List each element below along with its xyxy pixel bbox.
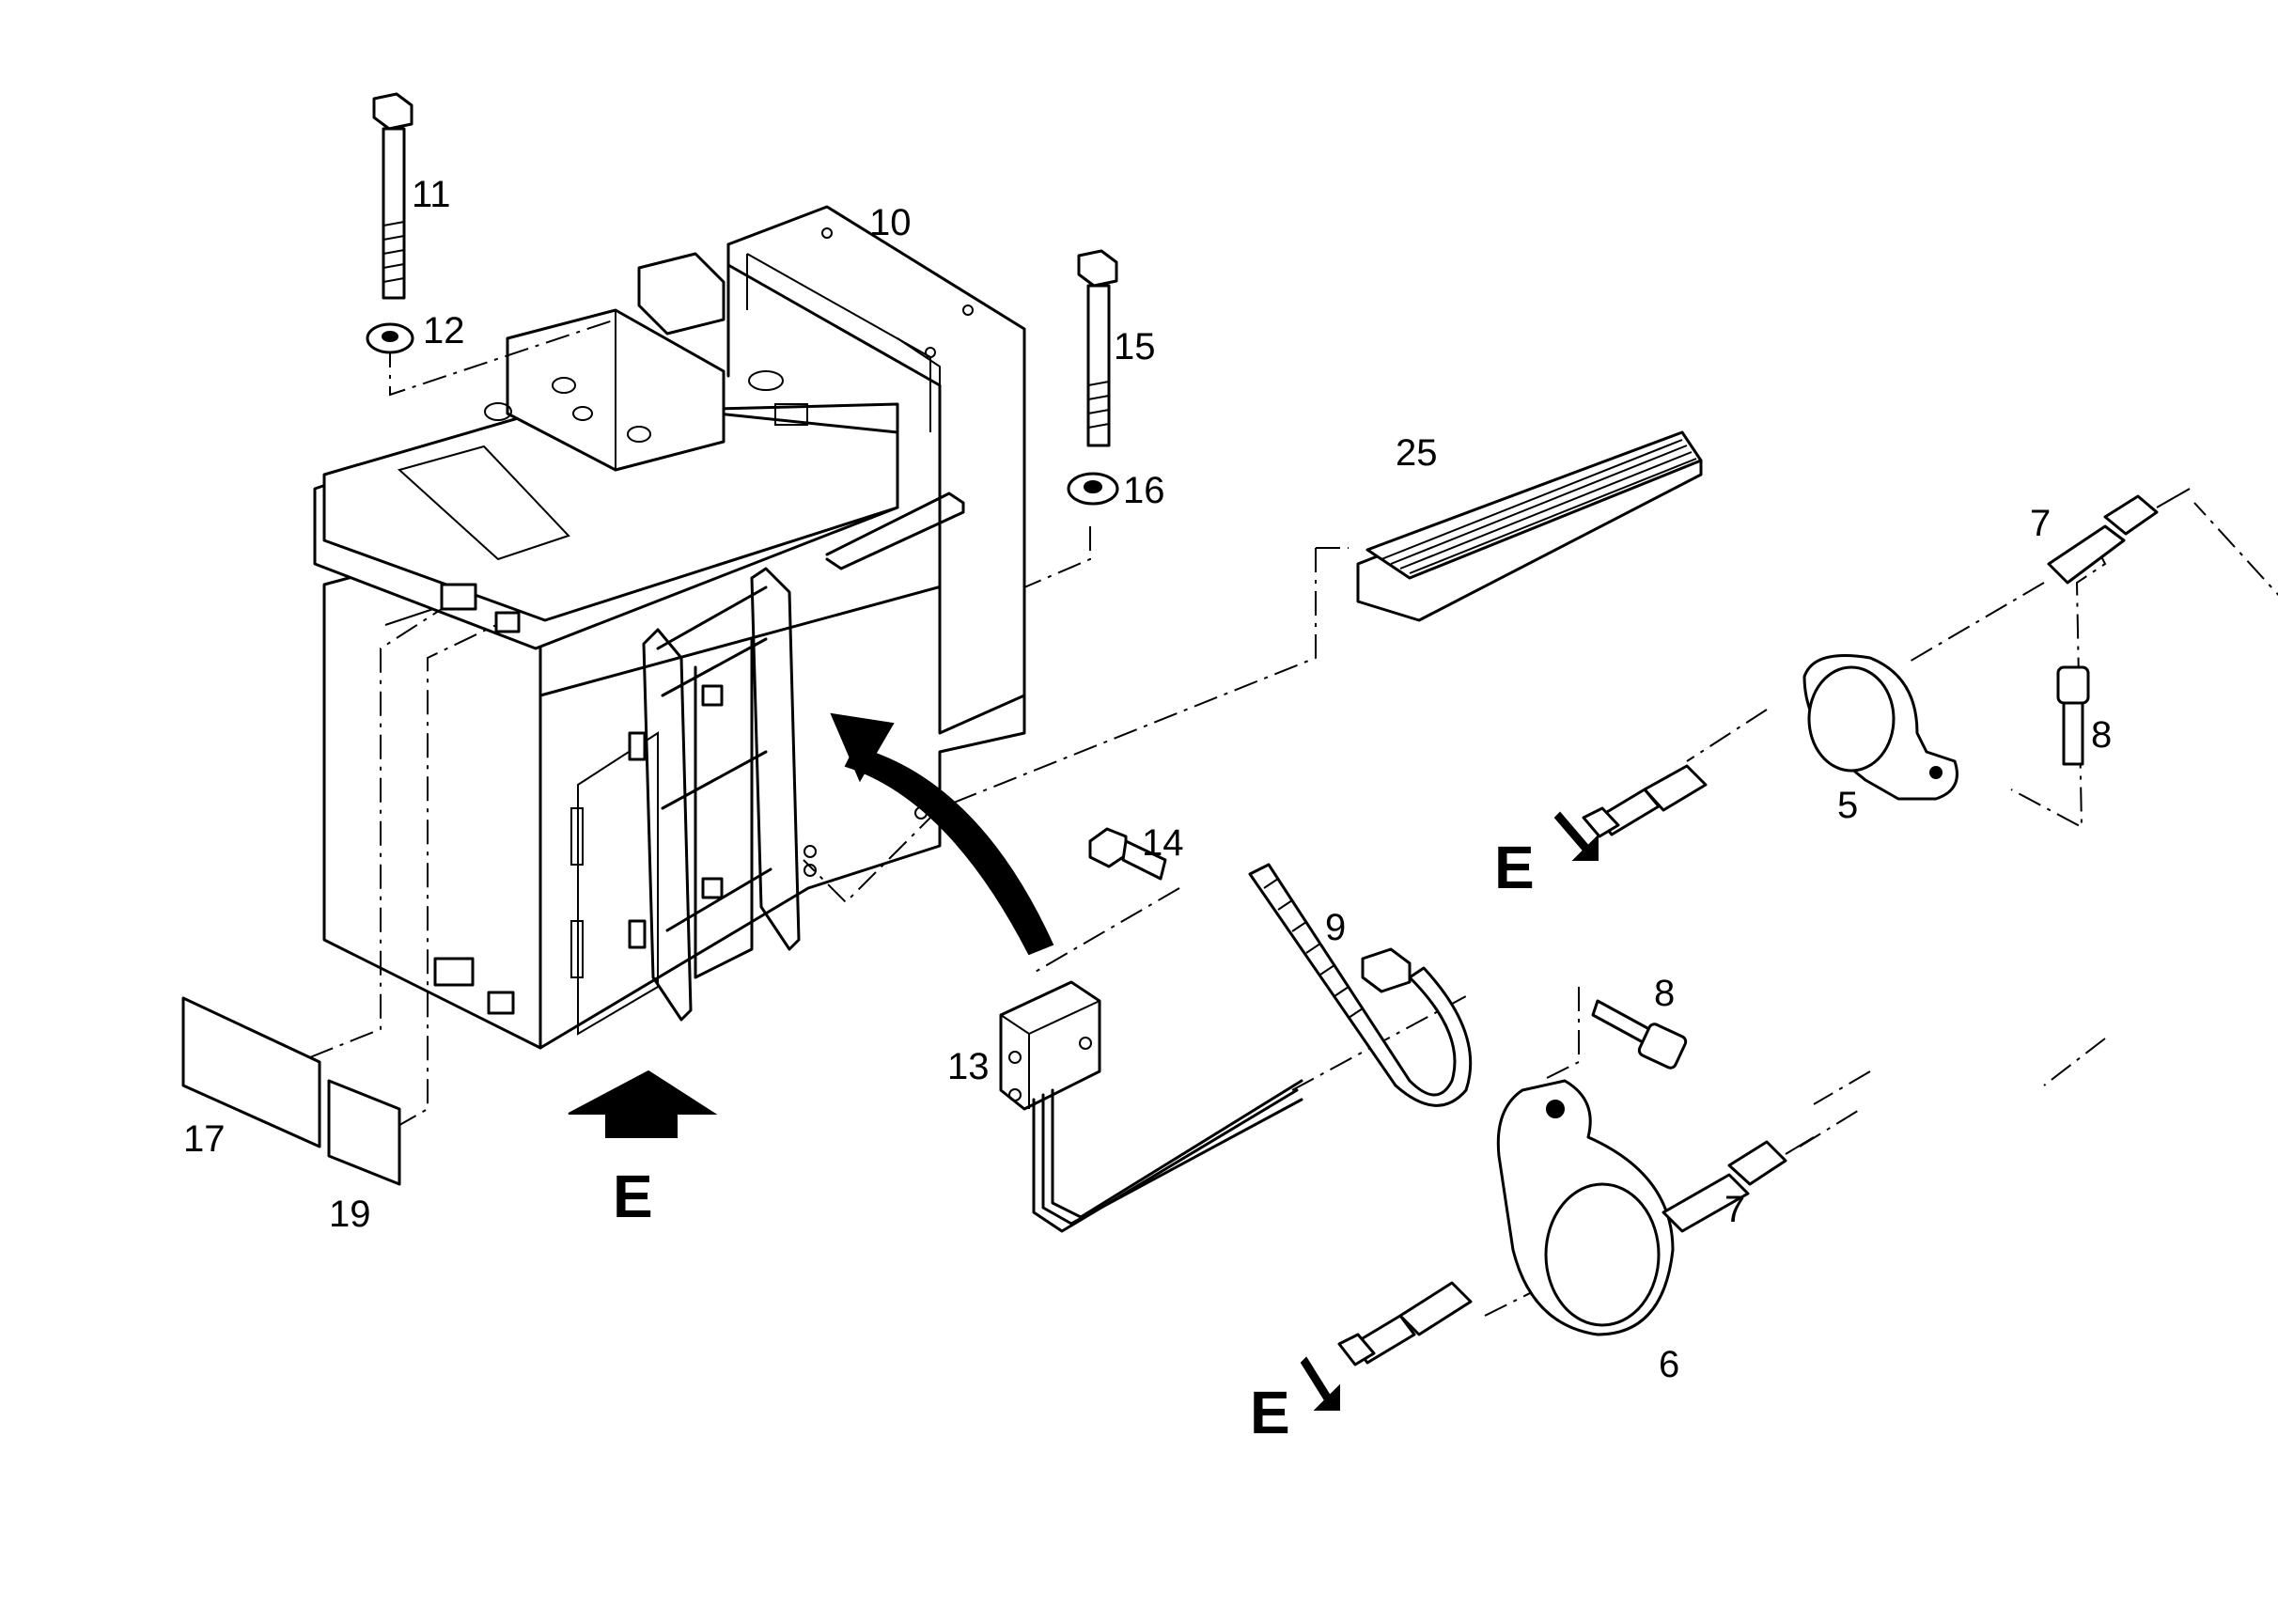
callout-7-upper: 7 [2030,503,2051,544]
view-arrow-lower [1300,1356,1340,1411]
callout-12: 12 [423,310,465,351]
callout-14: 14 [1142,822,1184,864]
callout-10: 10 [869,202,912,243]
pad-25 [1356,430,1703,622]
clamp-6 [1496,1079,1675,1336]
view-marker-labels: E E E [613,834,1535,1446]
callout-16: 16 [1123,470,1165,511]
callout-9: 9 [1325,907,1346,948]
mounting-bracket [628,567,801,1022]
plate-17 [181,996,321,1148]
assembly-arrow [830,712,1054,956]
connector-upper [1582,764,1708,838]
washer-12 [366,322,414,354]
washer-16 [1067,472,1119,506]
callout-13: 13 [947,1046,990,1087]
view-arrow-upper [1553,811,1599,861]
callout-8-upper: 8 [2091,714,2112,756]
callout-11: 11 [412,174,451,215]
bolt-11 [372,92,413,300]
callout-17: 17 [183,1118,226,1160]
view-marker-lower: E [1250,1379,1290,1446]
sensor-13 [999,980,1303,1233]
callout-19: 19 [329,1194,371,1235]
connector-lower [1337,1281,1473,1366]
callout-25: 25 [1396,432,1438,474]
screw-8-lower [1591,999,1688,1070]
view-arrow-main [568,1070,718,1138]
callout-7-lower: 7 [1724,1189,1745,1230]
sensor-7-lower [1662,1136,1815,1233]
housing-assembly [313,205,1026,1050]
callout-6: 6 [1659,1344,1679,1385]
callout-8-lower: 8 [1654,973,1675,1014]
view-marker-upper: E [1494,834,1535,901]
bolt-14 [1088,827,1167,881]
plate-19 [327,1079,401,1186]
bolt-15 [1077,249,1118,447]
callout-15: 15 [1114,326,1156,367]
callout-5: 5 [1837,785,1858,826]
callout-labels: 5 6 7 7 8 8 9 10 11 12 13 14 15 16 17 19… [183,174,2112,1385]
clamp-5 [1802,654,1958,801]
view-marker-main: E [613,1163,653,1230]
sensor-7-upper [2047,488,2191,585]
screw-8-upper [2056,665,2090,766]
cable-tie-9 [1248,863,1473,1107]
